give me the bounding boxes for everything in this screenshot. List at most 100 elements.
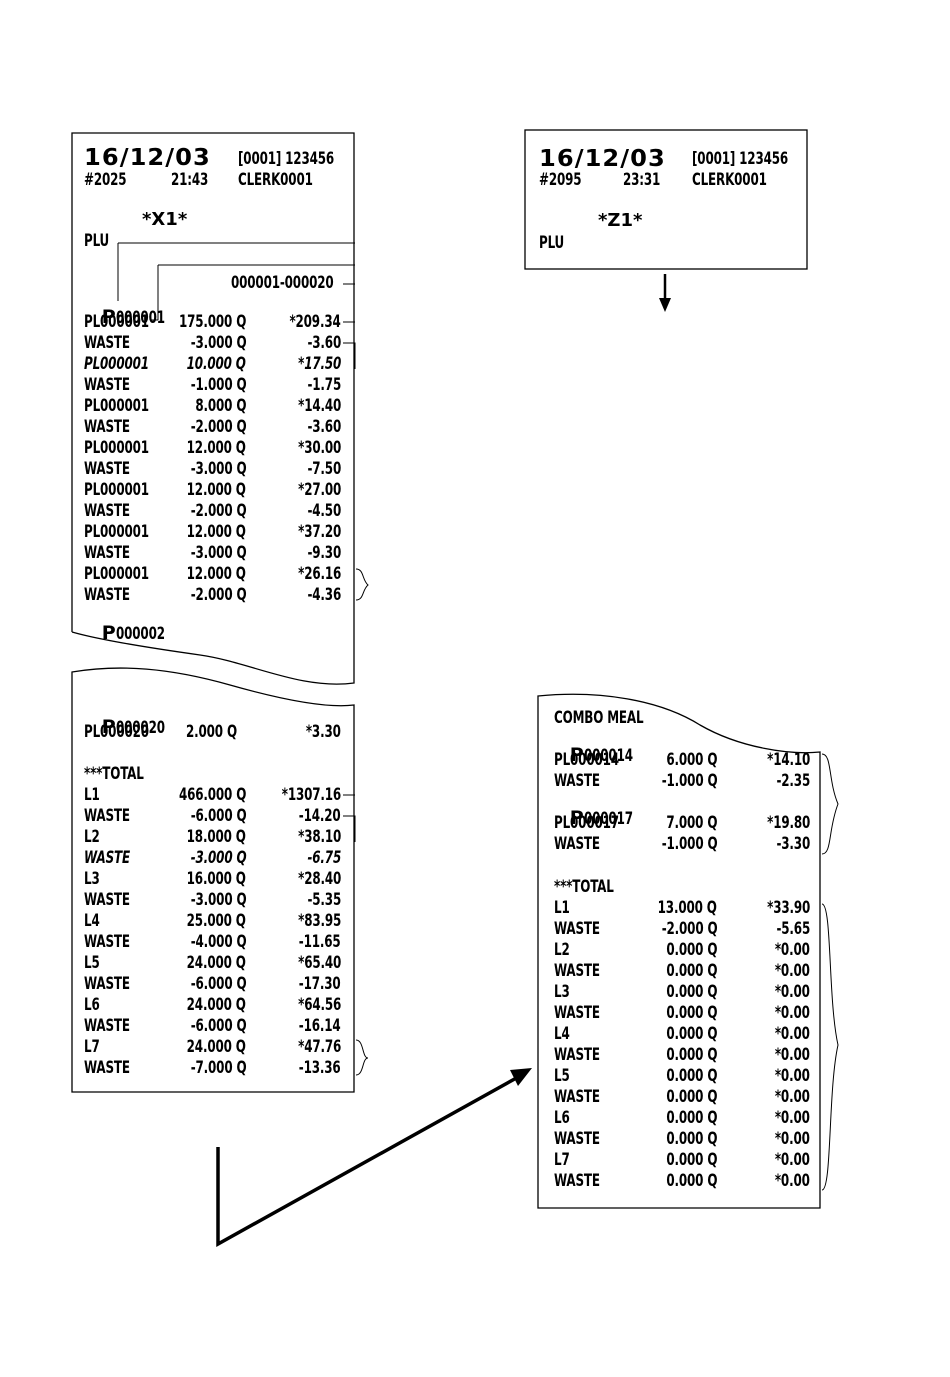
row-code: WASTE: [84, 848, 131, 868]
row-code: L2: [554, 940, 570, 960]
row-code: L3: [554, 982, 570, 1002]
row-code: WASTE: [84, 375, 130, 395]
x1-date: 16/12/03: [84, 145, 211, 171]
row-amount: -17.30: [299, 974, 341, 994]
combo-total-header: ***TOTAL: [554, 877, 614, 897]
row-qty: 0.000 Q: [666, 1171, 717, 1191]
z1-report-type: PLU: [539, 233, 565, 253]
row-code: L7: [84, 1037, 100, 1057]
row-amount: *33.90: [766, 898, 810, 918]
row-code: PL000001: [84, 396, 149, 416]
row-amount: -5.35: [307, 890, 341, 910]
leader-p-code: [150, 264, 355, 321]
row-amount: *28.40: [297, 869, 341, 889]
row-code: WASTE: [84, 543, 130, 563]
row-qty: 0.000 Q: [666, 1087, 717, 1107]
row-code: WASTE: [84, 501, 130, 521]
row-amount: -3.60: [307, 333, 341, 353]
row-amount: *0.00: [775, 1066, 810, 1086]
row-qty: 0.000 Q: [666, 961, 717, 981]
row-amount: *0.00: [775, 1150, 810, 1170]
arrow-to-combo-icon: [216, 1068, 532, 1247]
row-qty: 466.000 Q: [178, 785, 246, 805]
row-qty: -6.000 Q: [190, 1016, 246, 1036]
leader-waste: [343, 342, 356, 369]
x1-continuation-paper: [71, 667, 355, 1093]
row-amount: -16.14: [299, 1016, 341, 1036]
row-qty: -3.000 Q: [190, 459, 246, 479]
row-code: PL000001: [84, 354, 149, 374]
row-qty: 7.000 Q: [666, 813, 717, 833]
row-amount: *37.20: [297, 522, 341, 542]
row-code: PL000001: [84, 564, 149, 584]
row-qty: 0.000 Q: [666, 982, 717, 1002]
row-code: PL000001: [84, 312, 149, 332]
row-code: L7: [554, 1150, 570, 1170]
row-code: WASTE: [84, 806, 130, 826]
row-qty: -2.000 Q: [190, 501, 246, 521]
x1-group2-header: P000002: [101, 622, 165, 644]
arrow-down-icon: [659, 274, 671, 312]
brace-combo-total: [821, 903, 839, 1191]
row-qty: 8.000 Q: [195, 396, 246, 416]
brace-combo-group: [821, 753, 839, 855]
row-code: WASTE: [554, 834, 600, 854]
x1-report-type: PLU: [84, 231, 110, 251]
row-qty: 16.000 Q: [186, 869, 246, 889]
row-amount: -4.50: [307, 501, 341, 521]
leader-total-waste: [343, 815, 356, 842]
combo-title: COMBO MEAL: [554, 708, 644, 728]
row-qty: 0.000 Q: [666, 1129, 717, 1149]
row-amount: *30.00: [297, 438, 341, 458]
row-code: PL000001: [84, 522, 149, 542]
row-qty: -4.000 Q: [190, 932, 246, 952]
row-code: WASTE: [554, 1171, 600, 1191]
row-code: L4: [554, 1024, 570, 1044]
x1c-row-qty: 2.000 Q: [186, 722, 237, 742]
row-qty: 0.000 Q: [666, 1066, 717, 1086]
row-qty: -3.000 Q: [190, 890, 246, 910]
row-code: PL000001: [84, 480, 149, 500]
x1-range: 000001-000020: [231, 273, 334, 293]
z1-time: 23:31: [623, 170, 661, 190]
row-amount: *14.10: [766, 750, 810, 770]
row-code: L1: [554, 898, 570, 918]
combo-group1-header: P000014: [569, 744, 633, 766]
row-code: L1: [84, 785, 100, 805]
row-amount: *64.56: [297, 995, 341, 1015]
row-amount: -5.65: [776, 919, 810, 939]
x1-consecutive-no: #2025: [84, 170, 127, 190]
row-amount: -9.30: [307, 543, 341, 563]
row-code: PL000001: [84, 438, 149, 458]
row-qty: 12.000 Q: [186, 564, 246, 584]
row-qty: -7.000 Q: [190, 1058, 246, 1078]
row-qty: 0.000 Q: [666, 1150, 717, 1170]
row-amount: -14.20: [299, 806, 341, 826]
row-amount: *27.00: [297, 480, 341, 500]
row-qty: 13.000 Q: [657, 898, 717, 918]
row-qty: -1.000 Q: [661, 834, 717, 854]
row-qty: -2.000 Q: [190, 417, 246, 437]
row-qty: 10.000 Q: [186, 354, 246, 374]
row-code: WASTE: [84, 1016, 130, 1036]
row-code: L6: [84, 995, 100, 1015]
row-amount: *14.40: [297, 396, 341, 416]
row-qty: -6.000 Q: [190, 806, 246, 826]
row-code: PL000014: [554, 750, 619, 770]
z1-machine-id: [0001] 123456: [692, 149, 789, 169]
x1-machine-id: [0001] 123456: [238, 149, 335, 169]
row-amount: *47.76: [297, 1037, 341, 1057]
row-code: WASTE: [84, 890, 130, 910]
row-amount: *0.00: [775, 1108, 810, 1128]
row-code: WASTE: [84, 974, 130, 994]
row-code: WASTE: [84, 459, 130, 479]
row-amount: *0.00: [775, 1087, 810, 1107]
combo-receipt-paper: [537, 693, 821, 1209]
row-code: WASTE: [554, 961, 600, 981]
row-amount: -4.36: [307, 585, 341, 605]
row-amount: *26.16: [297, 564, 341, 584]
row-amount: -3.30: [776, 834, 810, 854]
z1-clerk: CLERK0001: [692, 170, 767, 190]
row-code: WASTE: [84, 417, 130, 437]
